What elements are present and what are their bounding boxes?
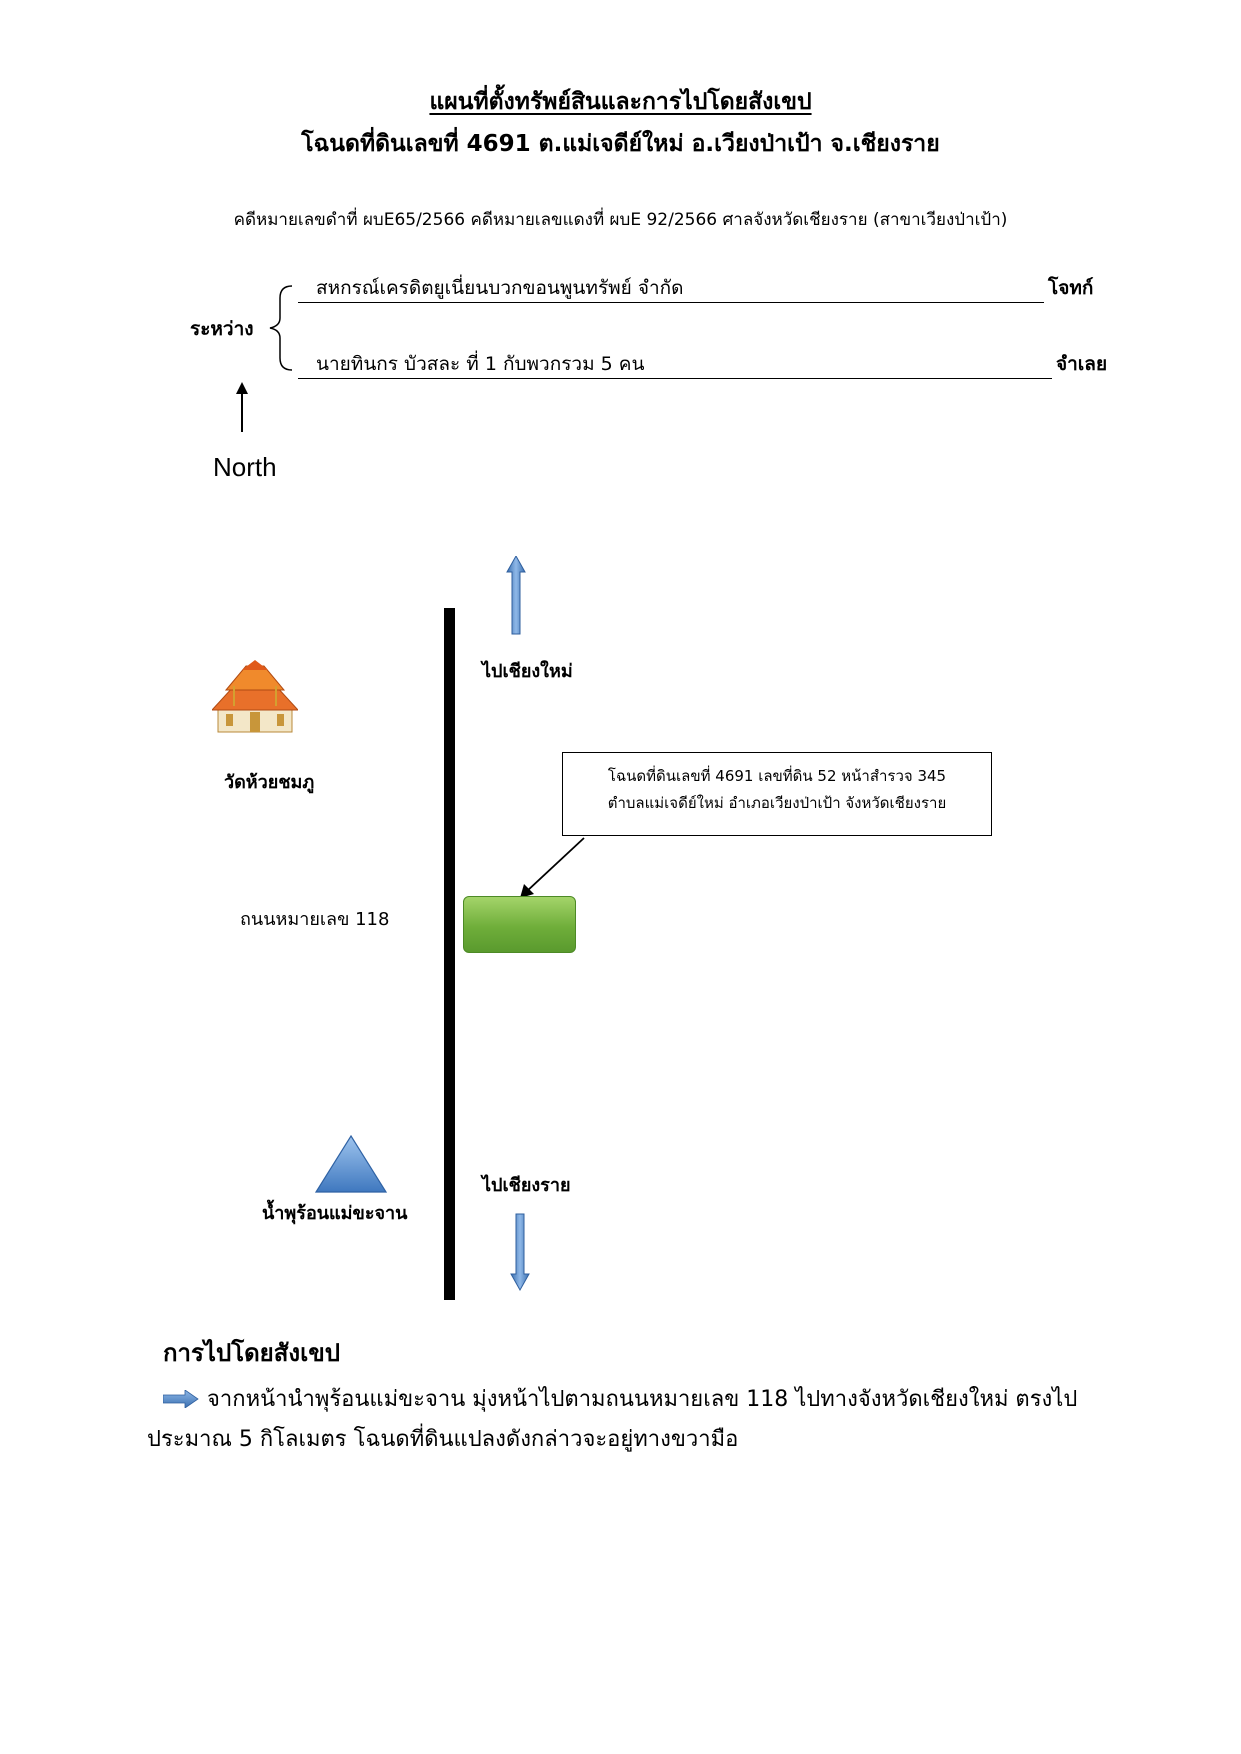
directions-heading: การไปโดยสังเขป bbox=[163, 1339, 340, 1367]
to-chiang-rai-label: ไปเชียงราย bbox=[482, 1175, 571, 1196]
defendant-role: จำเลย bbox=[1056, 353, 1108, 375]
brace-icon bbox=[269, 285, 293, 371]
parcel-marker bbox=[463, 896, 576, 953]
callout-line-2: ตำบลแม่เจดีย์ใหม่ อำเภอเวียงป่าเป้า จังห… bbox=[607, 794, 947, 812]
hot-spring-triangle-icon bbox=[314, 1134, 388, 1193]
plaintiff-role: โจทก์ bbox=[1048, 277, 1094, 299]
between-label: ระหว่าง bbox=[190, 318, 254, 340]
directions-line-1: จากหน้านำพุร้อนแม่ขะจาน มุ่งหน้าไปตามถนน… bbox=[207, 1387, 1078, 1412]
temple-icon bbox=[212, 660, 298, 733]
defendant-row: นายทินกร บัวสละ ที่ 1 กับพวกรวม 5 คน bbox=[298, 350, 1052, 379]
north-label: North bbox=[213, 452, 277, 482]
to-chiang-mai-label: ไปเชียงใหม่ bbox=[482, 661, 573, 682]
bullet-arrow-icon bbox=[162, 1389, 199, 1409]
temple-label: วัดห้วยชมภู bbox=[224, 772, 315, 793]
defendant-name: นายทินกร บัวสละ ที่ 1 กับพวกรวม 5 คน bbox=[316, 353, 645, 375]
parcel-callout: โฉนดที่ดินเลขที่ 4691 เลขที่ดิน 52 หน้าส… bbox=[562, 752, 992, 836]
callout-line-1: โฉนดที่ดินเลขที่ 4691 เลขที่ดิน 52 หน้าส… bbox=[607, 767, 947, 785]
plaintiff-name: สหกรณ์เครดิตยูเนี่ยนบวกขอนพูนทรัพย์ จำกั… bbox=[316, 277, 684, 299]
blue-arrow-down-icon bbox=[510, 1213, 530, 1292]
hot-spring-label: น้ำพุร้อนแม่ขะจาน bbox=[262, 1203, 408, 1224]
road-label: ถนนหมายเลข 118 bbox=[240, 909, 390, 930]
blue-arrow-up-icon bbox=[506, 556, 526, 635]
plaintiff-row: สหกรณ์เครดิตยูเนี่ยนบวกขอนพูนทรัพย์ จำกั… bbox=[298, 274, 1044, 303]
case-number-line: คดีหมายเลขดำที่ ผบE65/2566 คดีหมายเลขแดง… bbox=[233, 210, 1008, 230]
directions-line-2: ประมาณ 5 กิโลเมตร โฉนดที่ดินแปลงดังกล่าว… bbox=[147, 1427, 739, 1452]
callout-pointer-arrow bbox=[520, 837, 585, 898]
page-title: แผนที่ตั้งทรัพย์สินและการไปโดยสังเขป bbox=[429, 89, 812, 115]
road-line bbox=[444, 608, 455, 1300]
directions-text: จากหน้านำพุร้อนแม่ขะจาน มุ่งหน้าไปตามถนน… bbox=[147, 1380, 1097, 1460]
page-subtitle: โฉนดที่ดินเลขที่ 4691 ต.แม่เจดีย์ใหม่ อ.… bbox=[301, 131, 940, 157]
north-arrow-icon bbox=[236, 382, 248, 432]
